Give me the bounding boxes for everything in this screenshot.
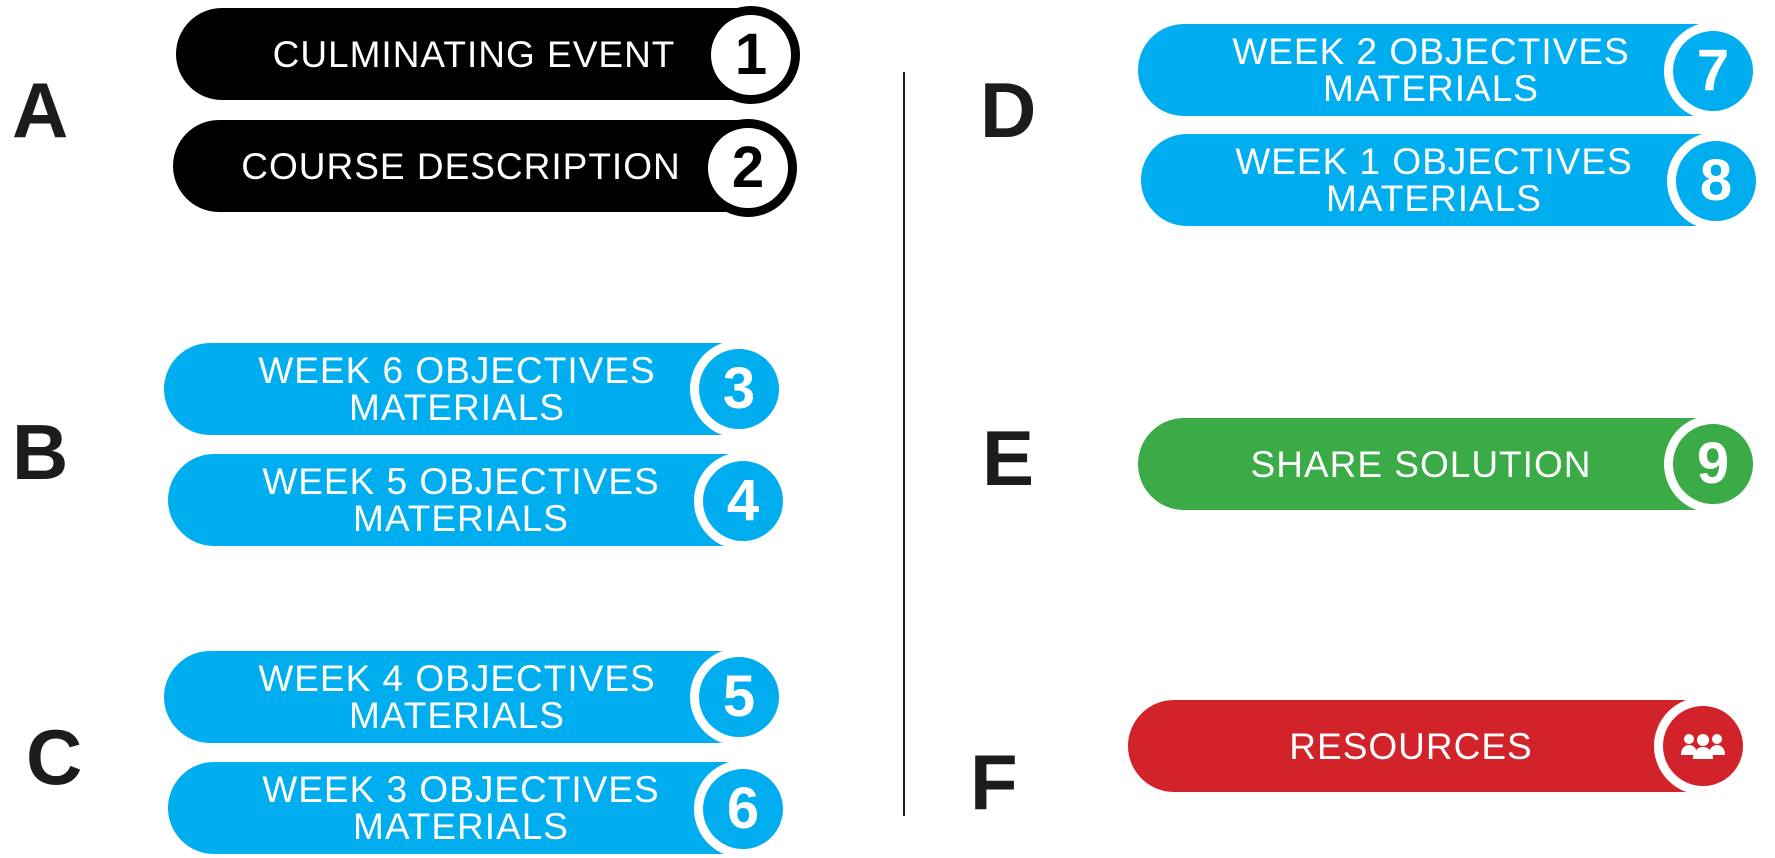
button-label: RESOURCES (1289, 725, 1533, 767)
people-group-icon (1681, 734, 1725, 759)
number-badge-2: 2 (699, 119, 797, 217)
button-label-line1: WEEK 3 OBJECTIVES (262, 769, 660, 810)
course-description-button[interactable]: COURSE DESCRIPTION (173, 120, 739, 212)
badge-number: 2 (731, 135, 765, 200)
button-label: SHARE SOLUTION (1250, 443, 1592, 485)
badge-number: 4 (726, 468, 760, 533)
number-badge-9: 9 (1664, 415, 1762, 513)
section-letter-f: F (970, 738, 1018, 826)
badge-number: 3 (722, 356, 756, 421)
button-label-line2: MATERIALS (1323, 68, 1539, 109)
badge-number: 1 (734, 22, 768, 87)
badge-number: 6 (726, 776, 760, 841)
number-badge-4: 4 (694, 452, 792, 550)
week-3-objectives-button[interactable]: WEEK 3 OBJECTIVES MATERIALS (168, 762, 734, 854)
button-label: COURSE DESCRIPTION (241, 145, 681, 187)
column-divider (903, 72, 905, 816)
button-label-line1: WEEK 4 OBJECTIVES (258, 658, 656, 699)
resources-badge (1654, 697, 1752, 795)
number-badge-3: 3 (690, 340, 788, 438)
button-label: CULMINATING EVENT (272, 33, 676, 75)
week-2-objectives-button[interactable]: WEEK 2 OBJECTIVES MATERIALS (1138, 24, 1704, 116)
button-label-line1: WEEK 6 OBJECTIVES (258, 350, 656, 391)
badge-number: 9 (1696, 431, 1730, 496)
number-badge-7: 7 (1664, 22, 1762, 120)
button-label-line1: WEEK 5 OBJECTIVES (262, 461, 660, 502)
button-label-line2: MATERIALS (349, 695, 565, 736)
section-letter-e: E (982, 414, 1035, 502)
button-label-line1: WEEK 1 OBJECTIVES (1235, 141, 1633, 182)
badge-number: 7 (1696, 38, 1730, 103)
button-label-line2: MATERIALS (349, 387, 565, 428)
number-badge-8: 8 (1667, 132, 1765, 230)
week-6-objectives-button[interactable]: WEEK 6 OBJECTIVES MATERIALS (164, 343, 730, 435)
badge-number: 5 (722, 664, 756, 729)
resources-button[interactable]: RESOURCES (1128, 700, 1694, 792)
section-letter-d: D (980, 66, 1037, 154)
number-badge-1: 1 (702, 6, 800, 104)
number-badge-5: 5 (690, 648, 788, 746)
button-label-line1: WEEK 2 OBJECTIVES (1232, 31, 1630, 72)
share-solution-button[interactable]: SHARE SOLUTION (1138, 418, 1704, 510)
button-label-line2: MATERIALS (353, 806, 569, 847)
week-1-objectives-button[interactable]: WEEK 1 OBJECTIVES MATERIALS (1141, 134, 1707, 226)
number-badge-6: 6 (694, 760, 792, 858)
week-4-objectives-button[interactable]: WEEK 4 OBJECTIVES MATERIALS (164, 651, 730, 743)
button-label-line2: MATERIALS (1326, 178, 1542, 219)
badge-number: 8 (1699, 148, 1733, 213)
button-label-line2: MATERIALS (353, 498, 569, 539)
section-letter-a: A (12, 66, 69, 154)
week-5-objectives-button[interactable]: WEEK 5 OBJECTIVES MATERIALS (168, 454, 734, 546)
culminating-event-button[interactable]: CULMINATING EVENT (176, 8, 742, 100)
section-letter-c: C (26, 713, 83, 801)
section-letter-b: B (12, 408, 69, 496)
